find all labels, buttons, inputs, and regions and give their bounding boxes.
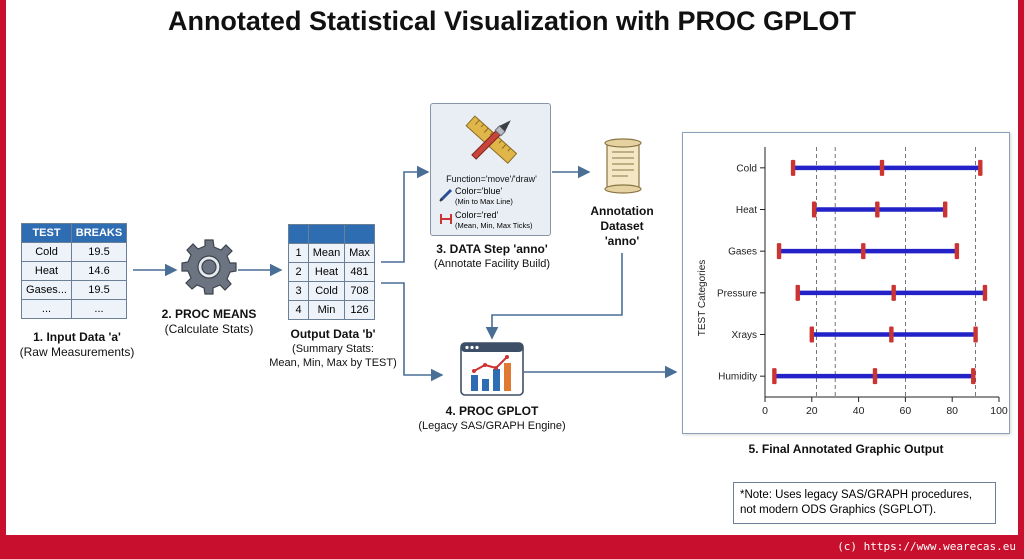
anno-function: Function='move'/'draw': [446, 174, 537, 184]
max-tick-xrays: [973, 326, 978, 343]
mean-tick-pressure: [891, 284, 896, 301]
y-tick-label: Gases: [728, 247, 757, 258]
footer-credit: (c) https://www.wearecas.eu: [837, 540, 1016, 553]
min-tick-cold: [790, 159, 796, 176]
page-title: Annotated Statistical Visualization with…: [167, 6, 857, 36]
anno-blue-color: Color='blue': [455, 186, 503, 196]
header-breaks: BREAKS: [71, 223, 127, 243]
dataset-line3: 'anno': [604, 234, 640, 248]
note-line1: *Note: Uses legacy SAS/GRAPH procedures,: [740, 489, 973, 501]
gear-icon: [181, 239, 237, 295]
mean-tick-gases: [861, 243, 866, 260]
max-tick-humidity: [971, 368, 976, 385]
note-line2: not modern ODS Graphics (SGPLOT).: [740, 504, 937, 516]
output-line2: Mean, Min, Max by TEST): [269, 357, 397, 369]
step2-subtitle: (Calculate Stats): [164, 322, 254, 336]
anno-red-color: Color='red': [455, 210, 499, 220]
step1-subtitle: (Raw Measurements): [19, 345, 135, 359]
max-tick-gases: [954, 243, 960, 260]
x-tick-label: 80: [946, 405, 958, 417]
step3-subtitle: (Annotate Facility Build): [433, 258, 551, 270]
max-tick-heat: [942, 201, 948, 218]
x-tick-label: 100: [990, 405, 1008, 417]
mean-tick-heat: [875, 201, 880, 218]
arrow-output-to-data-step: [381, 165, 430, 263]
min-tick-xrays: [809, 326, 814, 343]
x-tick-label: 20: [806, 405, 818, 417]
chart-ylabel: TEST Categories: [697, 260, 708, 337]
range-chart: TEST Categories ColdHeatGasesPressureXra…: [697, 147, 1008, 417]
data-step-box: Function='move'/'draw' Color='blue' (Min…: [430, 103, 551, 236]
table-row: ......: [21, 299, 127, 319]
step4-subtitle: (Legacy SAS/GRAPH Engine): [418, 420, 566, 432]
y-tick-label: Xrays: [731, 330, 757, 341]
min-tick-pressure: [795, 284, 800, 301]
pencil-icon: [439, 188, 453, 202]
scroll-icon: [604, 138, 642, 194]
anno-red-note: (Mean, Min, Max Ticks): [455, 221, 533, 230]
x-tick-label: 0: [762, 405, 768, 417]
anno-blue-note: (Min to Max Line): [455, 197, 513, 206]
y-tick-label: Pressure: [717, 288, 757, 299]
x-tick-label: 40: [853, 405, 865, 417]
arrow-output-to-gplot: [381, 282, 444, 382]
arrow-dataset-to-gplot: [485, 253, 623, 340]
min-tick-gases: [776, 243, 782, 260]
step4-title: 4. PROC GPLOT: [445, 404, 539, 418]
chart-window-icon: [460, 342, 524, 396]
header-test: TEST: [21, 223, 72, 243]
step2-title: 2. PROC MEANS: [161, 307, 257, 321]
min-tick-humidity: [772, 368, 777, 385]
dataset-line1: Annotation: [590, 204, 654, 218]
step5-title: 5. Final Annotated Graphic Output: [748, 442, 944, 456]
output-title: Output Data 'b': [290, 327, 376, 341]
table-row: Gases...19.5: [21, 280, 127, 300]
mean-tick-humidity: [872, 368, 878, 385]
mean-tick-cold: [879, 159, 885, 176]
dataset-line2: Dataset: [600, 219, 644, 233]
connector-arrows: [133, 165, 678, 382]
ruler-brush-icon: [465, 115, 518, 164]
diagram-canvas: Annotated Statistical Visualization with…: [6, 0, 1018, 535]
step1-title: 1. Input Data 'a': [33, 330, 121, 344]
y-tick-label: Humidity: [718, 372, 757, 383]
y-tick-label: Cold: [736, 163, 757, 174]
y-tick-label: Heat: [736, 205, 757, 216]
x-tick-label: 60: [900, 405, 912, 417]
max-tick-pressure: [982, 284, 988, 301]
output-line1: (Summary Stats:: [292, 343, 374, 355]
max-tick-cold: [978, 159, 983, 176]
range-tick-icon: [440, 214, 452, 224]
footer-bar: (c) https://www.wearecas.eu: [0, 535, 1024, 559]
min-tick-heat: [811, 201, 817, 218]
step3-title: 3. DATA Step 'anno': [436, 242, 548, 256]
note-box: *Note: Uses legacy SAS/GRAPH procedures,…: [733, 482, 996, 524]
mean-tick-xrays: [889, 326, 894, 343]
